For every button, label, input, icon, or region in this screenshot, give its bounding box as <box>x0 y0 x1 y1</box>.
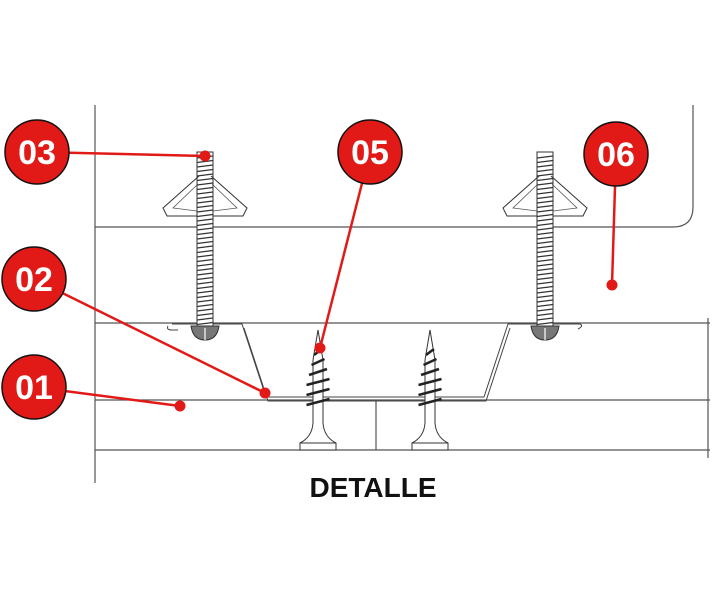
drywall-screw <box>299 329 337 451</box>
callout-label: 01 <box>15 369 53 407</box>
leader-dot <box>259 387 271 399</box>
leader-dot <box>199 150 211 162</box>
leader-dot <box>606 279 618 291</box>
callout-badge <box>337 119 403 185</box>
callout-badge <box>1 246 67 312</box>
metal-profile <box>167 323 583 402</box>
callout-badge <box>1 354 67 420</box>
toggle-bolt <box>502 151 588 341</box>
toggle-bolt <box>162 151 248 341</box>
callout-badge <box>4 119 70 185</box>
leader-line <box>318 151 372 349</box>
callout-02: 02 <box>1 246 271 399</box>
callout-05: 05 <box>314 119 403 354</box>
leader-dot <box>314 342 326 354</box>
callout-label: 06 <box>597 136 635 174</box>
drywall-screw <box>411 329 449 451</box>
callout-label: 05 <box>351 134 389 172</box>
diagram-title: DETALLE <box>309 472 437 503</box>
leader-line <box>33 277 266 395</box>
leader-dot <box>174 400 186 412</box>
callout-badge <box>583 121 649 187</box>
callout-label: 03 <box>18 134 56 172</box>
callout-label: 02 <box>15 261 53 299</box>
callout-03: 03 <box>4 119 211 185</box>
callout-06: 06 <box>583 121 649 291</box>
callout-01: 01 <box>1 354 186 420</box>
